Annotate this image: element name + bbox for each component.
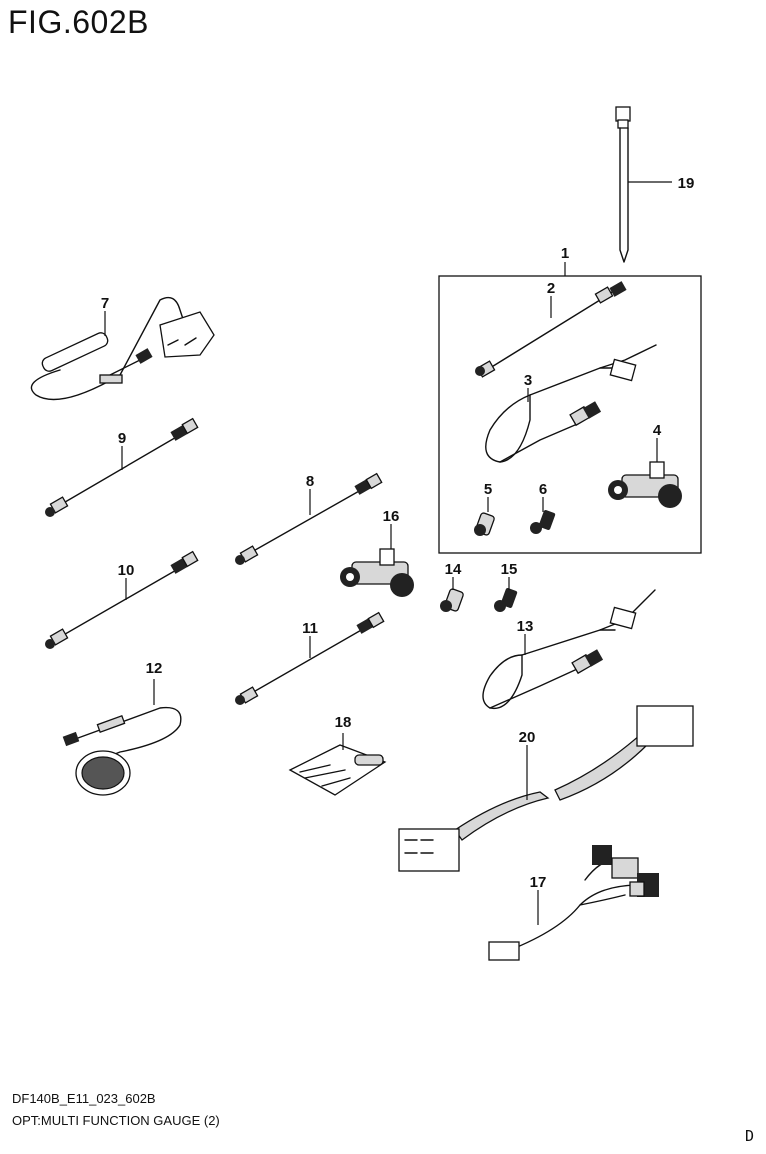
part-12-transducer [62,679,182,796]
callout-16: 16 [383,508,400,525]
footer-description: OPT:MULTI FUNCTION GAUGE (2) [12,1113,220,1128]
callout-10: 10 [118,562,135,579]
callout-14: 14 [445,561,462,578]
page-letter: D [744,1127,754,1145]
part-4-t-connector [608,438,682,508]
footer-drawing-code: DF140B_E11_023_602B [12,1091,156,1106]
part-15-terminator [494,577,518,612]
callout-6: 6 [539,481,547,498]
part-17-y-harness [488,845,659,961]
callout-17: 17 [530,874,547,891]
part-13-power-cable [482,589,656,710]
part-18-parts-bag [288,733,387,796]
callout-11: 11 [302,620,318,637]
part-19-cable-tie [615,106,672,263]
part-10-cable [45,550,199,649]
callout-19: 19 [678,175,695,192]
callout-5: 5 [484,481,492,498]
callout-3: 3 [524,372,532,389]
callout-18: 18 [335,714,352,731]
callout-9: 9 [118,430,126,447]
callout-1: 1 [561,245,569,262]
part-8-cable [235,472,383,565]
figure-title: FIG.602B [8,4,149,40]
part-9-cable [45,417,199,517]
kit-1-box [438,275,702,554]
part-6-terminator [530,497,556,534]
callout-13: 13 [517,618,534,635]
part-3-power-cable [485,344,657,463]
callout-15: 15 [501,561,518,578]
part-7-sensor-cable [30,296,215,401]
callout-20: 20 [519,729,536,746]
part-14-terminator [440,577,464,612]
part-5-terminator [474,497,495,536]
callout-7: 7 [101,295,109,312]
part-16-t-connector [340,524,414,597]
callout-12: 12 [146,660,163,677]
part-20-harness [398,705,694,872]
part-2-cable [475,281,627,378]
callout-2: 2 [547,280,555,297]
callout-4: 4 [653,422,662,439]
callout-8: 8 [306,473,314,490]
part-11-cable [235,611,385,705]
